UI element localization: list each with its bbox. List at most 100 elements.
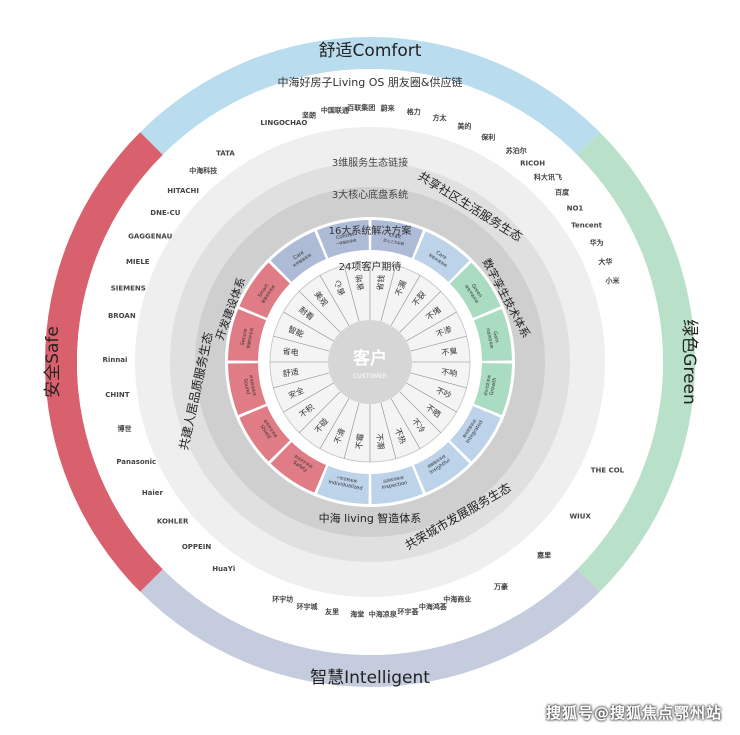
solution-segment-title: Sound [242,378,251,395]
partner-logo: 中海鸿荟 [419,602,448,611]
partner-logo: 嘉里 [536,551,551,560]
expectation-divider [273,335,330,352]
expectation-item: 不潮 [374,433,386,450]
solution-segment [270,442,327,493]
partner-logo: 科大讯飞 [534,172,562,181]
green-arc [577,132,695,592]
expectation-divider [283,382,334,413]
expectation-divider [410,335,467,352]
partner-logos: LINGOCHAO坚朗中国联通百联集团蔚来格力方太美的保利苏泊尔RICOH科大讯… [103,103,625,619]
expectation-divider [406,382,457,413]
partner-logo: MIELE [126,258,150,266]
ecosystem-chain-label: 中海好房子Living OS 朋友圈&供应链 [278,75,463,89]
watermark: 搜狐号@搜狐焦点鄂州站 [545,704,722,722]
expectation-divider [380,402,397,459]
solutions-label: 16大系统解决方案 [329,224,412,237]
expectation-divider [343,402,360,459]
solution-segment [473,309,512,361]
partner-logo: TATA [216,150,235,158]
partner-logo: 方太 [432,113,447,122]
expectation-divider [299,291,341,333]
solution-segment [450,262,501,319]
solution-segment [450,405,501,462]
center-title: 客户 [352,348,387,369]
solution-segment-title: Care [292,250,305,261]
solutions-ring: Care关怀智能系统Control一体智控系统Craft匠心工艺系统Care智能… [228,220,512,504]
comfort-arc [140,37,600,155]
solution-segment [371,465,423,504]
partner-logo: HuaYi [212,565,235,573]
expectation-item: 不响 [441,366,458,378]
solution-segment-sub: 个性定制系统 [336,475,358,484]
solution-segment [228,309,267,361]
expectation-item: 舒适 [282,366,299,378]
expectation-divider [319,275,350,326]
center-circle [328,320,412,404]
smart-selection-label: 中海 living 智造体系 [319,511,422,525]
partner-logo: OPPEIN [182,543,212,551]
service-link-label: 3维服务生态链接 [332,156,408,169]
expectation-divider [273,372,330,389]
partner-logo: 中海科技 [189,166,218,175]
expectation-item: 省钱 [374,274,386,291]
partner-logo: 保利 [480,132,495,141]
solution-segment-title: Craft [388,232,401,240]
partner-logo: Panasonic [116,458,156,466]
solution-segment [270,231,327,282]
partner-logo: WIUX [569,512,591,520]
partner-logo: 中国联通 [321,105,350,114]
expectation-item: 不臭 [441,346,458,358]
core-system-label: 3大核心底盘系统 [332,188,408,201]
solution-segment [371,220,423,259]
partner-logo: 友里 [324,607,339,616]
expectations-label: 24项客户期待 [339,260,402,273]
partner-logo: 环宇坊 [272,595,293,604]
solution-segment-sub: 品质检测系统 [383,475,405,484]
partner-logo: 中海商业 [443,595,471,604]
solution-segment-sub: 优选供应系统 [486,327,495,349]
partner-logo: GAGGENAU [128,233,172,241]
safe-label: 安全Safe [43,326,63,398]
expectation-divider [299,391,341,433]
partner-logo: 华为 [590,238,604,247]
solution-segment [413,442,470,493]
partner-logo: 博世 [118,424,132,433]
solution-segment-title: Control [336,232,355,241]
partner-logo: SIEMENS [111,285,146,293]
partner-logo: RICOH [520,160,545,168]
partner-logo: 大华 [598,257,612,266]
partner-logo: 格力 [407,107,421,116]
solution-segment-sub: 一体智控系统 [335,237,357,246]
expectation-divider [380,265,397,322]
expectation-divider [410,372,467,389]
partner-logo: 中海凉泉 [369,610,398,619]
partner-logo: 小米 [605,276,621,285]
partner-logo: DNE-CU [150,209,180,217]
partner-logo: 百度 [555,187,570,196]
partner-logo: Haier [142,489,164,497]
partner-logo: HITACHI [167,187,199,195]
partner-logo: LINGOCHAO [260,119,307,127]
solution-segment [239,262,290,319]
solution-segment [239,405,290,462]
solution-segment-title: Care [435,250,448,261]
expectation-item: 不霉 [355,433,366,450]
partner-logo: Tencent [571,221,602,229]
partner-logo: 海堂 [350,610,364,619]
safe-arc [44,132,163,592]
partner-logo: 万豪 [493,582,508,591]
partner-logo: 坚朗 [302,110,316,119]
expectation-divider [343,265,360,322]
expectation-divider [390,398,421,449]
partner-logo: THE COL [591,467,625,475]
expectation-divider [283,311,334,342]
expectation-item: 省地 [354,274,366,291]
solution-segment-title: Gain [491,331,499,343]
solution-segment-title: Inspection [381,480,408,491]
expectation-dividers [270,262,470,462]
partner-logo: 美的 [457,121,471,130]
partner-logo: Rinnai [103,356,128,364]
expectation-divider [406,311,457,342]
comfort-label: 舒适Comfort [319,41,422,61]
